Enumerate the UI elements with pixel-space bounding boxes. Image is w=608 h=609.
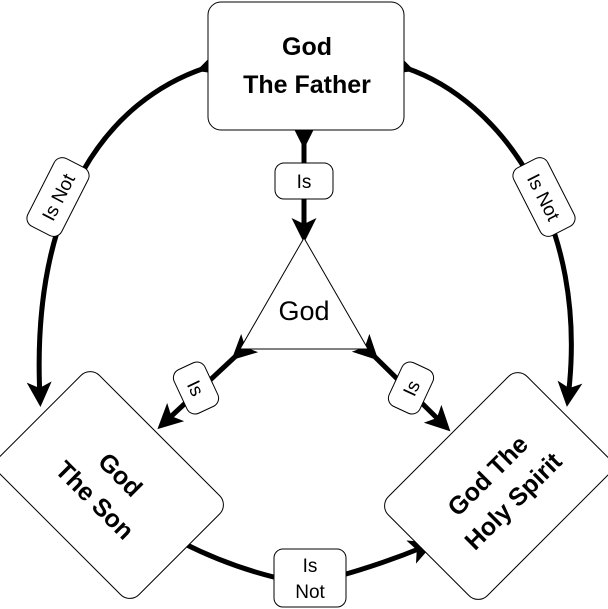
node-father: God The Father (207, 1, 405, 131)
node-father-line2: The Father (243, 71, 371, 99)
svg-text:Is: Is (303, 556, 318, 577)
svg-text:Is: Is (297, 172, 312, 193)
label-isnot-father-son: Is Not (26, 157, 90, 237)
node-father-line1: God (282, 33, 332, 61)
god-triangle: God (239, 236, 369, 350)
arrow-father-to-son (26, 51, 225, 407)
node-son: God The Son (0, 371, 224, 599)
label-is-spirit: Is (387, 361, 435, 415)
center-label: God (278, 296, 329, 326)
label-isnot-father-spirit: Is Not (512, 157, 576, 237)
label-is-father: Is (274, 162, 334, 200)
svg-text:Not: Not (295, 582, 325, 603)
label-is-son: Is (172, 361, 220, 415)
label-isnot-son-spirit: Is Not (273, 548, 347, 608)
